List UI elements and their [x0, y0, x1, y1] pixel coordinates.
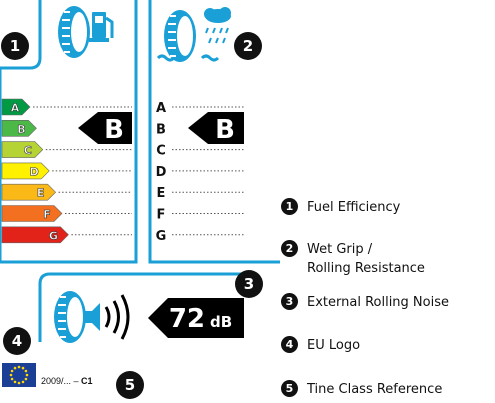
legend-number: 1 — [281, 198, 298, 215]
legend-item-fuel-efficiency: 1 Fuel Efficiency — [281, 198, 400, 217]
marker-1: 1 — [1, 32, 29, 60]
eu-reference: 2009/... – C1 — [41, 376, 93, 386]
fuel-class-label: B — [17, 123, 25, 136]
eu-star — [13, 366, 17, 370]
eu-star — [21, 380, 25, 384]
fuel-class-d: D — [1, 162, 132, 180]
eu-star — [9, 373, 13, 377]
svg-text:1: 1 — [10, 37, 20, 55]
eu-star — [24, 377, 28, 381]
svg-text:5: 5 — [125, 376, 135, 394]
eu-star — [13, 380, 17, 384]
eu-flag-icon — [2, 363, 36, 387]
eu-star — [10, 377, 14, 381]
wet-panel-frame — [148, 0, 280, 264]
wet-class-a: A — [156, 101, 166, 116]
wet-class-c: C — [156, 144, 166, 159]
fuel-rating-marker: B — [78, 112, 132, 145]
eu-star — [21, 366, 25, 370]
fuel-rating-value: B — [104, 115, 124, 145]
eu-star — [17, 381, 21, 385]
fuel-class-label: E — [37, 187, 45, 200]
wet-rating-value: B — [215, 115, 235, 145]
eu-reference-prefix: 2009/... – — [41, 376, 79, 386]
noise-rating-marker: 72 dB — [148, 298, 244, 338]
svg-text:4: 4 — [12, 332, 22, 350]
svg-text:2: 2 — [243, 37, 253, 55]
eu-star — [24, 369, 28, 373]
eu-star — [25, 373, 29, 377]
legend: 1 Fuel Efficiency 2 Wet Grip / Rolling R… — [281, 0, 495, 403]
wet-rating-marker: B — [188, 112, 244, 145]
fuel-class-g: G — [1, 226, 132, 244]
eu-star — [10, 369, 14, 373]
eu-reference-class: C1 — [81, 376, 93, 386]
tyre-rain-cloud-icon — [156, 7, 231, 62]
legend-item-class-reference: 5 Tine Class Reference — [281, 380, 442, 399]
legend-label: EU Logo — [307, 338, 361, 353]
marker-5: 5 — [116, 371, 144, 399]
fuel-class-label: C — [24, 144, 32, 157]
legend-number: 5 — [281, 380, 298, 397]
fuel-class-label: G — [49, 229, 58, 242]
fuel-class-a: A — [1, 98, 132, 116]
legend-label: External Rolling Noise — [307, 295, 449, 310]
marker-3: 3 — [235, 270, 263, 298]
wet-class-b: B — [156, 122, 166, 137]
fuel-class-b: B — [1, 120, 37, 137]
marker-2: 2 — [234, 32, 262, 60]
legend-label: Wet Grip / Rolling Resistance — [307, 242, 425, 276]
fuel-class-f: F — [1, 205, 132, 222]
marker-4: 4 — [3, 327, 31, 355]
wet-class-e: E — [157, 186, 166, 201]
wet-class-g: G — [156, 229, 167, 244]
noise-unit: dB — [210, 313, 232, 331]
noise-panel-frame — [38, 272, 242, 342]
fuel-class-label: A — [11, 102, 20, 115]
fuel-panel-frame — [0, 0, 138, 264]
tyre-sound-waves-icon — [54, 291, 130, 343]
legend-number: 3 — [281, 293, 298, 310]
fuel-class-label: F — [43, 208, 51, 221]
fuel-class-c: C — [1, 141, 132, 158]
legend-label: Tine Class Reference — [307, 382, 443, 397]
svg-text:3: 3 — [244, 275, 254, 293]
eu-star — [17, 365, 21, 369]
legend-label: Fuel Efficiency — [307, 200, 401, 215]
legend-item-eu-logo: 4 EU Logo — [281, 336, 360, 355]
wet-class-f: F — [157, 208, 166, 223]
fuel-class-e: E — [1, 183, 132, 201]
noise-value: 72 — [169, 304, 205, 334]
legend-item-wet-grip: 2 Wet Grip / Rolling Resistance — [281, 240, 425, 278]
legend-number: 2 — [281, 240, 298, 257]
tyre-fuel-pump-icon — [58, 6, 114, 58]
wet-class-d: D — [156, 165, 167, 180]
legend-item-rolling-noise: 3 External Rolling Noise — [281, 293, 449, 312]
fuel-class-label: D — [30, 165, 39, 178]
legend-number: 4 — [281, 336, 298, 353]
